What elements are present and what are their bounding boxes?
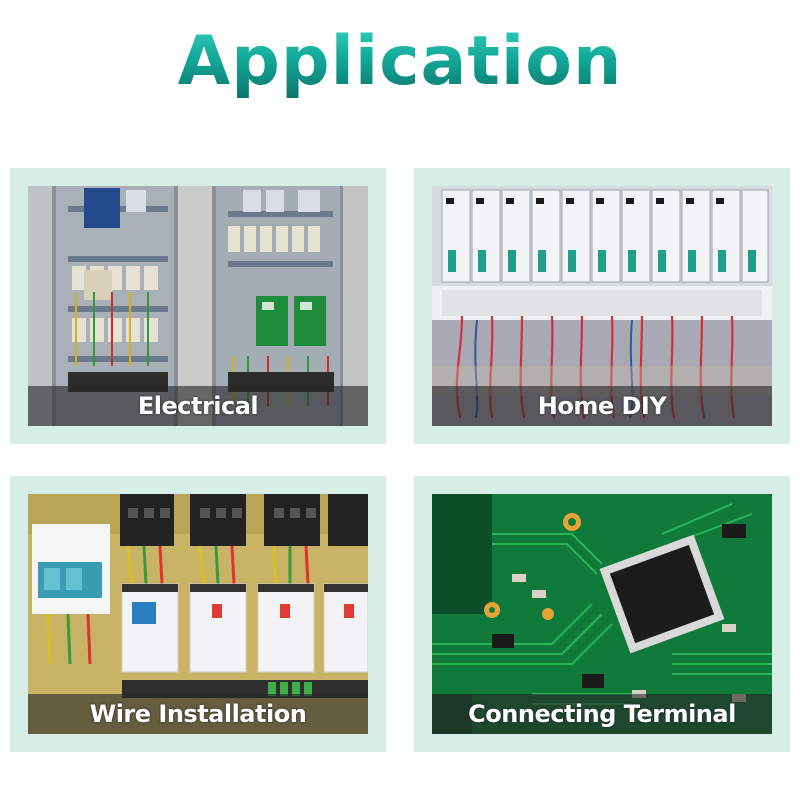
page-title: Application [0,22,800,102]
label-band: Wire Installation [28,694,368,734]
card-label: Connecting Terminal [468,700,736,728]
card-wire-installation: Wire Installation [10,476,386,752]
label-band: Electrical [28,386,368,426]
label-band: Home DIY [432,386,772,426]
card-home-diy: Home DIY [414,168,790,444]
card-electrical: Electrical [10,168,386,444]
card-label: Wire Installation [89,700,307,728]
label-band: Connecting Terminal [432,694,772,734]
card-connecting-terminal: Connecting Terminal [414,476,790,752]
card-label: Home DIY [537,392,667,420]
card-label: Electrical [137,392,259,420]
